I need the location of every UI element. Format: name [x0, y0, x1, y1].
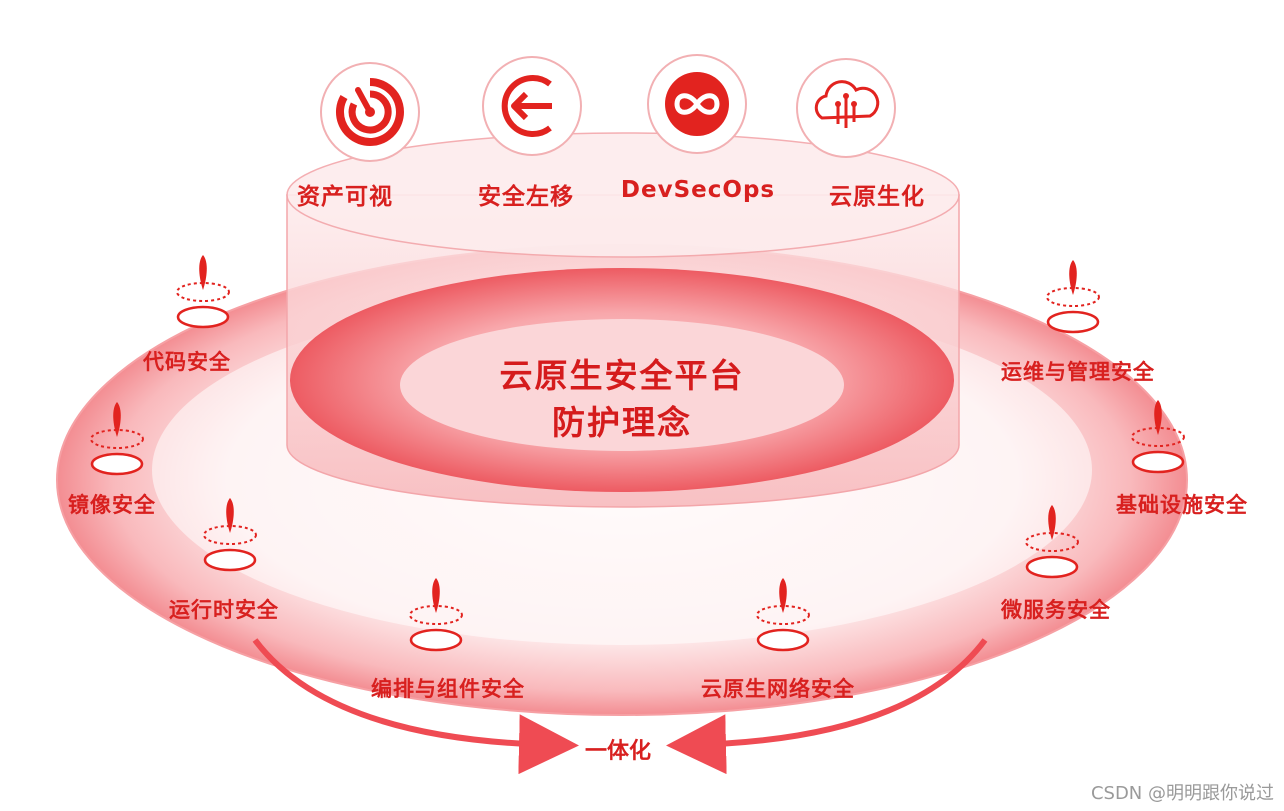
node-label-image-security: 镜像安全 — [68, 493, 156, 517]
marker-base-ring — [1046, 310, 1100, 334]
marker-base-ring — [1131, 450, 1185, 474]
node-marker-2 — [203, 498, 257, 572]
pillar-label-cloud-native: 云原生化 — [829, 184, 925, 210]
marker-pin-icon — [779, 578, 787, 613]
node-label-runtime-security: 运行时安全 — [169, 598, 279, 622]
arrow-right — [666, 638, 988, 775]
node-label-infrastructure-security: 基础设施安全 — [1116, 493, 1248, 517]
marker-base-ring — [90, 452, 144, 476]
cylinder-top — [286, 132, 960, 258]
node-marker-6 — [1131, 400, 1185, 474]
marker-pin-icon — [113, 402, 121, 437]
cloud-circuit-icon — [794, 56, 898, 160]
inner-disk-highlight — [400, 319, 844, 451]
watermark: CSDN @明明跟你说过 — [1090, 783, 1274, 804]
node-label-network-security: 云原生网络安全 — [701, 677, 855, 701]
node-label-ops-security: 运维与管理安全 — [1001, 360, 1155, 384]
pillar-label-devsecops: DevSecOps — [620, 177, 776, 203]
node-marker-4 — [756, 578, 810, 652]
marker-base-ring — [203, 548, 257, 572]
node-marker-1 — [90, 402, 144, 476]
node-marker-5 — [1025, 505, 1079, 579]
pillar-label-shift-left: 安全左移 — [478, 184, 574, 210]
marker-base-ring — [409, 628, 463, 652]
marker-pin-icon — [226, 498, 234, 533]
node-marker-0 — [176, 255, 230, 329]
arrow-left — [252, 638, 579, 775]
marker-base-ring — [176, 305, 230, 329]
marker-pin-icon — [199, 255, 207, 290]
marker-pin-icon — [1048, 505, 1056, 540]
marker-base-ring — [756, 628, 810, 652]
marker-pin-icon — [1069, 260, 1077, 295]
bottom-label-integration: 一体化 — [584, 739, 652, 764]
marker-pin-icon — [1154, 400, 1162, 435]
arrow-left-circle-icon — [480, 54, 584, 158]
infinity-loop-icon — [645, 52, 749, 156]
node-label-microservice-security: 微服务安全 — [1001, 598, 1111, 622]
center-title-line1: 云原生安全平台 — [499, 356, 745, 395]
center-title-line2: 防护理念 — [552, 403, 692, 442]
marker-base-ring — [1025, 555, 1079, 579]
radar-target-icon — [318, 60, 422, 164]
pillar-label-asset-visibility: 资产可视 — [297, 184, 393, 210]
node-marker-7 — [1046, 260, 1100, 334]
node-label-code-security: 代码安全 — [143, 350, 231, 374]
node-label-orchestration-security: 编排与组件安全 — [371, 677, 525, 701]
node-marker-3 — [409, 578, 463, 652]
marker-pin-icon — [432, 578, 440, 613]
